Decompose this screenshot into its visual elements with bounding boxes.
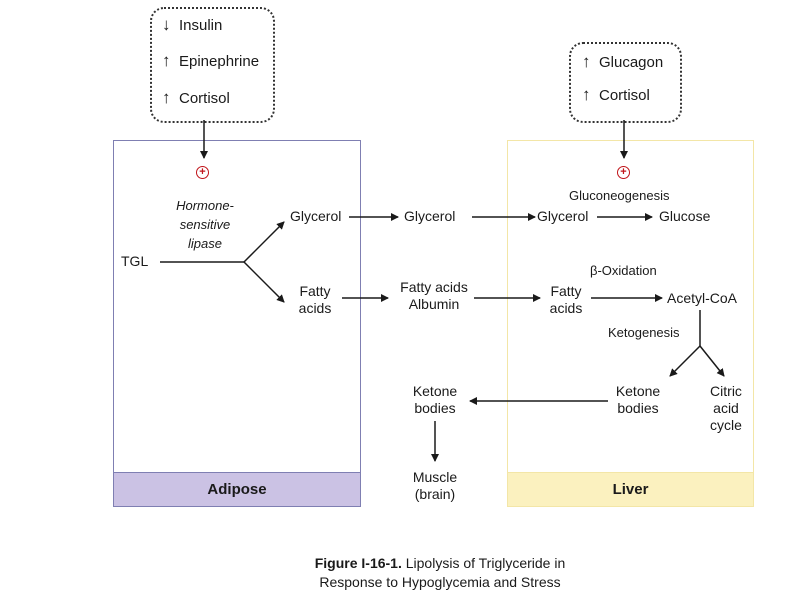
hormone-label: Insulin (179, 16, 223, 34)
hormone-label: Cortisol (599, 86, 650, 104)
adipose-hormones-box (150, 7, 275, 123)
muscle-brain-label: Muscle (brain) (412, 469, 458, 502)
stimulation-plus-icon: + (617, 166, 630, 179)
hormone-epinephrine: ↑ Epinephrine (162, 51, 259, 71)
enzyme-label: Hormone- sensitive lipase (176, 198, 234, 251)
liver-fatty-acids: Fatty acids (549, 283, 583, 316)
adipose-glycerol: Glycerol (290, 208, 342, 224)
liver-glycerol: Glycerol (537, 208, 589, 224)
caption-title: Lipolysis of Triglyceride in (401, 555, 566, 571)
hormone-insulin: ↓ Insulin (162, 15, 222, 35)
up-arrow-icon: ↑ (582, 85, 591, 104)
up-arrow-icon: ↑ (582, 52, 591, 71)
adipose-label: Adipose (113, 472, 361, 507)
hormone-label: Epinephrine (179, 52, 260, 70)
gluconeogenesis-label: Gluconeogenesis (569, 188, 670, 203)
ketogenesis-label: Ketogenesis (608, 325, 680, 340)
hormone-cortisol: ↑ Cortisol (162, 88, 230, 108)
tgl-label: TGL (121, 253, 149, 269)
hormone-label: Glucagon (599, 53, 664, 71)
extrahepatic-ketone-bodies: Ketone bodies (412, 383, 458, 416)
caption-figure-number: Figure I-16-1. (314, 555, 402, 571)
liver-ketone-bodies: Ketone bodies (615, 383, 661, 416)
up-arrow-icon: ↑ (162, 88, 171, 107)
stimulation-plus-icon: + (196, 166, 209, 179)
down-arrow-icon: ↓ (162, 15, 171, 34)
up-arrow-icon: ↑ (162, 51, 171, 70)
blood-glycerol: Glycerol (404, 208, 456, 224)
citric-acid-cycle-label: Citric acid cycle (710, 383, 742, 433)
adipose-fatty-acids: Fatty acids (298, 283, 332, 316)
hormone-glucagon: ↑ Glucagon (582, 52, 663, 72)
acetyl-coa-label: Acetyl-CoA (667, 290, 738, 306)
hormone-label: Cortisol (179, 89, 230, 107)
caption-title-line2: Response to Hypoglycemia and Stress (319, 574, 561, 590)
hormone-cortisol-liver: ↑ Cortisol (582, 85, 650, 105)
beta-oxidation-label: β-Oxidation (590, 263, 657, 278)
liver-label: Liver (507, 472, 754, 507)
figure-caption: Figure I-16-1. Lipolysis of Triglyceride… (200, 554, 680, 592)
glucose-label: Glucose (659, 208, 711, 224)
liver-hormones-box (569, 42, 682, 123)
blood-fatty-acids-albumin: Fatty acids Albumin (400, 279, 468, 312)
